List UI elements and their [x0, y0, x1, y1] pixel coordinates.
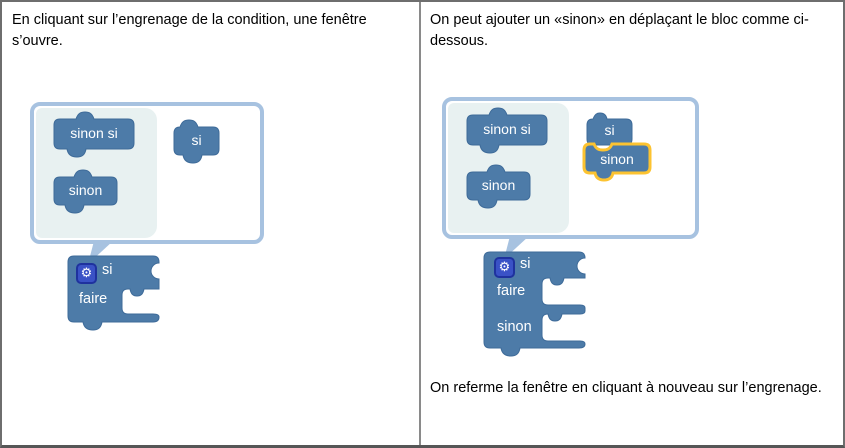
if-block-label-sinon: sinon: [497, 319, 532, 335]
block-shape: [53, 169, 118, 214]
block-sinon-highlighted[interactable]: sinon: [582, 142, 652, 182]
caption-right-top: On peut ajouter un «sinon» en déplaçant …: [430, 12, 809, 49]
block-label: si: [191, 132, 202, 148]
if-block-label-faire: faire: [497, 283, 526, 299]
table-cell-left: En cliquant sur l’engrenage de la condit…: [2, 2, 421, 445]
block-label: si: [604, 122, 615, 138]
gear-icon[interactable]: ⚙: [494, 257, 515, 278]
block-label: sinon si: [70, 125, 118, 141]
if-block-label-si: si: [102, 262, 113, 278]
block-label: sinon: [68, 182, 103, 198]
if-block-label-faire: faire: [79, 291, 108, 307]
block-label: sinon: [481, 177, 516, 193]
block-shape: [466, 164, 531, 209]
block-shape: [53, 111, 135, 158]
block-label: sinon si: [483, 121, 531, 137]
block-sinon[interactable]: sinon: [466, 164, 531, 209]
block-shape: [586, 112, 633, 146]
table-column-divider: [419, 2, 421, 445]
block-shape: [173, 119, 220, 164]
caption-left: En cliquant sur l’engrenage de la condit…: [12, 12, 367, 49]
block-label: sinon: [600, 151, 634, 167]
block-si[interactable]: si: [173, 119, 220, 164]
block-sinon-si[interactable]: sinon si: [466, 107, 548, 154]
caption-right-bottom: On referme la fenêtre en cliquant à nouv…: [430, 380, 822, 396]
if-block[interactable]: [483, 251, 586, 357]
block-shape: [483, 251, 586, 357]
gear-icon[interactable]: ⚙: [76, 263, 97, 284]
if-block-label-si: si: [520, 256, 531, 272]
block-shape: [582, 142, 652, 182]
table-cell-right: On peut ajouter un «sinon» en déplaçant …: [423, 2, 843, 445]
block-si[interactable]: si: [586, 112, 633, 146]
block-shape: [466, 107, 548, 154]
block-sinon-si[interactable]: sinon si: [53, 111, 135, 158]
block-sinon[interactable]: sinon: [53, 169, 118, 214]
